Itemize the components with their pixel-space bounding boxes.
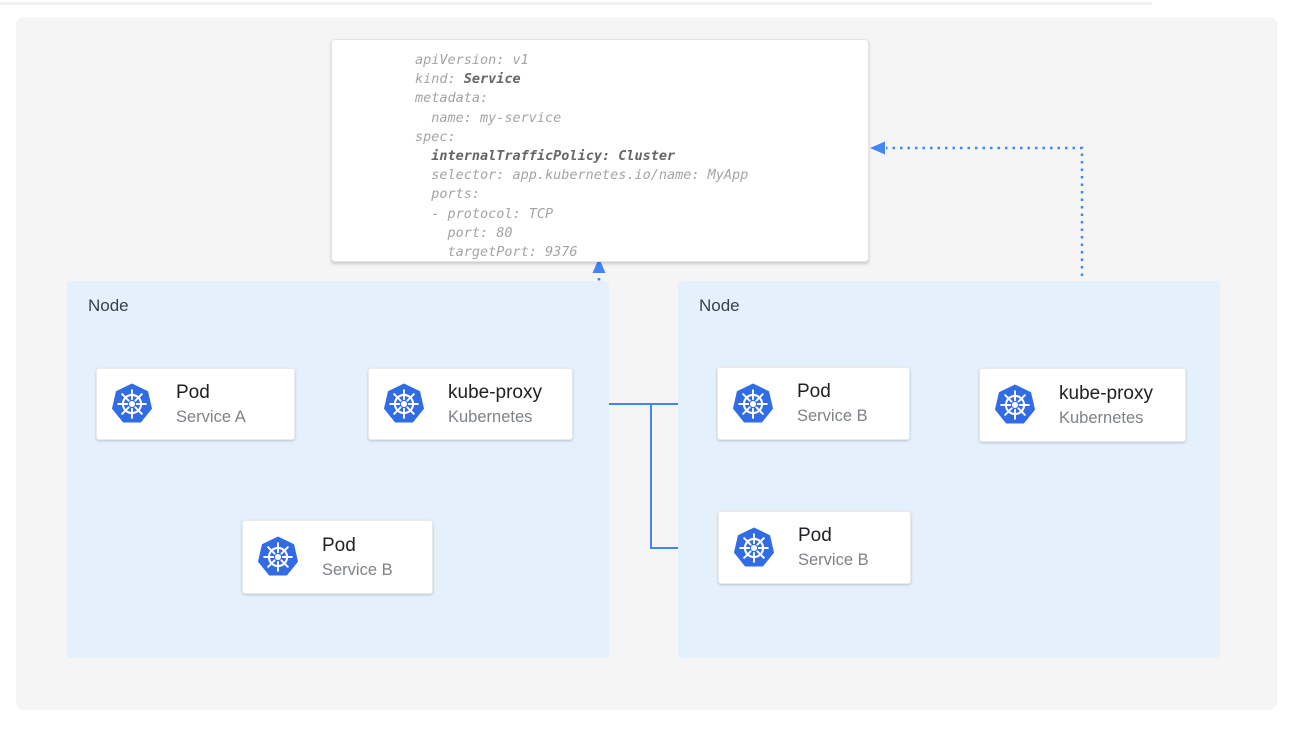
code-line: spec: — [415, 128, 456, 145]
pod-card-service-b-right-top: Pod Service B — [717, 367, 910, 440]
kube-proxy-card-right: kube-proxy Kubernetes — [979, 368, 1186, 442]
card-subtitle: Service A — [176, 407, 246, 426]
kubernetes-wheel-icon — [732, 382, 774, 423]
kubernetes-wheel-icon — [111, 383, 153, 423]
code-line: metadata: — [415, 90, 489, 107]
code-line: targetPort: 9376 — [415, 244, 578, 261]
code-line: - protocol: TCP — [415, 205, 554, 222]
service-yaml-code: apiVersion: v1 kind: Service metadata: n… — [415, 51, 748, 262]
pod-card-service-b-left: Pod Service B — [242, 520, 433, 594]
node-box-right: Node — [678, 281, 1220, 658]
code-line: kind: Service — [415, 71, 521, 88]
code-line: apiVersion: v1 — [415, 52, 529, 68]
card-subtitle: Kubernetes — [448, 407, 533, 426]
kubernetes-wheel-icon — [733, 526, 775, 567]
code-line: port: 80 — [415, 224, 513, 241]
kubernetes-wheel-icon — [994, 384, 1036, 424]
card-title: kube-proxy — [1059, 382, 1153, 404]
node-label: Node — [88, 296, 129, 315]
code-line: ports: — [415, 186, 481, 203]
kube-proxy-card-left: kube-proxy Kubernetes — [368, 368, 573, 440]
card-title: Pod — [176, 381, 210, 403]
kubernetes-wheel-icon — [383, 383, 425, 423]
card-title: Pod — [322, 534, 356, 556]
top-divider-line — [0, 2, 1152, 5]
card-title: kube-proxy — [448, 381, 542, 403]
card-subtitle: Service B — [797, 407, 868, 425]
node-box-left: Node — [67, 281, 609, 658]
card-subtitle: Service B — [798, 551, 869, 569]
card-subtitle: Kubernetes — [1059, 408, 1144, 427]
pod-card-service-a: Pod Service A — [96, 368, 295, 440]
card-title: Pod — [798, 525, 832, 546]
code-line: name: my-service — [415, 109, 562, 126]
kubernetes-wheel-icon — [257, 536, 299, 576]
service-yaml-card: apiVersion: v1 kind: Service metadata: n… — [331, 39, 869, 262]
card-title: Pod — [797, 381, 831, 402]
node-label: Node — [699, 296, 740, 315]
pod-card-service-b-right-bottom: Pod Service B — [718, 511, 911, 584]
code-line: selector: app.kubernetes.io/name: MyApp — [415, 167, 749, 184]
card-subtitle: Service B — [322, 560, 393, 579]
code-line: internalTrafficPolicy: Cluster — [431, 148, 676, 165]
